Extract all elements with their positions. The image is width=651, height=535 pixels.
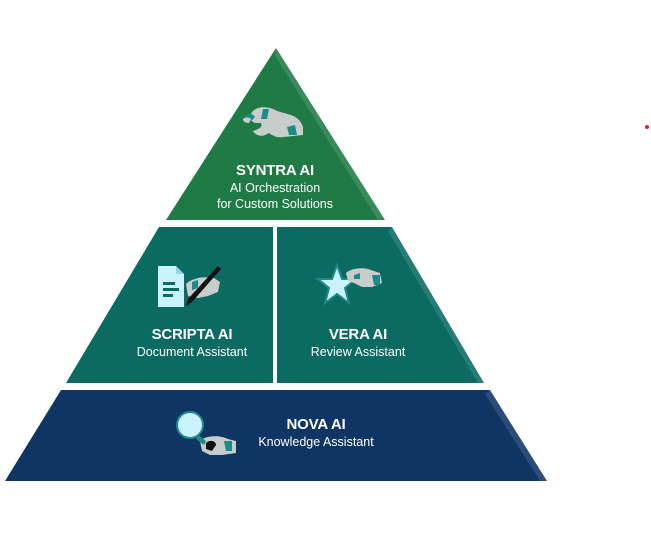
tier-top-description-line2: for Custom Solutions [216, 197, 334, 211]
tier-bottom-label: NOVA AI Knowledge Assistant [258, 416, 373, 450]
tier-bottom-shape [5, 390, 547, 481]
tier-middle-left-label: SCRIPTA AI Document Assistant [137, 326, 247, 360]
tier-bottom-title: NOVA AI [286, 416, 346, 433]
tier-bottom-highlight [485, 390, 547, 481]
tier-top-description-line1: AI Orchestration [229, 181, 321, 195]
tier-bottom-description: Knowledge Assistant [258, 435, 374, 449]
tier-middle-right-title: VERA AI [328, 326, 388, 343]
tier-middle-right-shape [277, 227, 484, 383]
magnifier-hand-icon [176, 411, 236, 455]
document-pen-icon [158, 266, 221, 307]
tier-top-label: SYNTRA AI AI Orchestration for Custom So… [217, 162, 333, 212]
tier-middle-right-label: VERA AI Review Assistant [311, 326, 405, 360]
tier-middle-left-title: SCRIPTA AI [151, 326, 233, 343]
tier-middle-right-description: Review Assistant [310, 345, 406, 359]
tier-top-highlight [274, 48, 385, 220]
tier-middle-left-description: Document Assistant [136, 345, 248, 359]
marker-dot [645, 125, 649, 129]
tier-top-title: SYNTRA AI [236, 162, 314, 179]
tier-middle-right-highlight [388, 227, 484, 383]
star-hand-icon [315, 262, 382, 306]
robot-hand-icon [243, 107, 303, 138]
